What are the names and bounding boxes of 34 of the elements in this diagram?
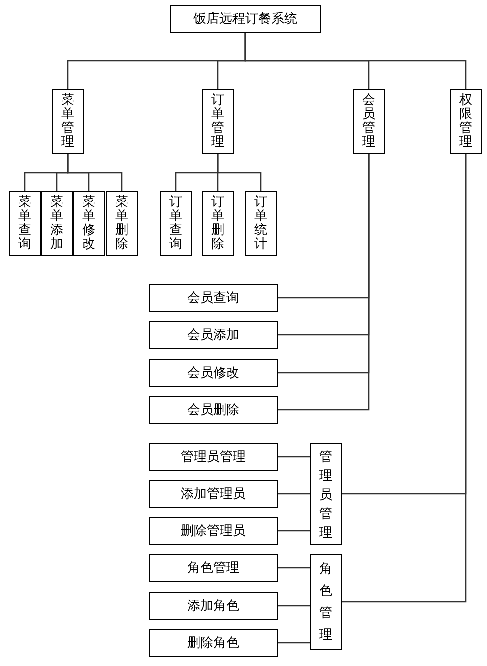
connector-line: [278, 530, 310, 532]
vertical-module-box: 角色管理: [310, 554, 342, 650]
connector-line: [342, 154, 467, 603]
vertical-module-box: 管理员管理: [310, 443, 342, 545]
vertical-module-box: 订单统计: [245, 191, 277, 256]
module-box: 会员删除: [149, 396, 278, 424]
vertical-module-box: 权限管理: [450, 89, 482, 154]
connector-line: [278, 493, 310, 495]
connector-line: [244, 33, 467, 89]
module-box: 会员查询: [149, 284, 278, 312]
connector-line: [67, 154, 123, 191]
vertical-module-box: 菜单管理: [52, 89, 84, 154]
vertical-module-box: 菜单删除: [106, 191, 138, 256]
connector-line: [278, 567, 310, 569]
connector-line: [278, 456, 310, 458]
vertical-module-box: 菜单修改: [73, 191, 105, 256]
connector-line: [278, 642, 310, 644]
vertical-module-box: 菜单查询: [9, 191, 41, 256]
vertical-module-box: 订单查询: [160, 191, 192, 256]
module-box: 删除角色: [149, 629, 278, 657]
module-box: 会员修改: [149, 359, 278, 387]
module-box: 添加管理员: [149, 480, 278, 508]
module-box: 管理员管理: [149, 443, 278, 471]
module-box: 角色管理: [149, 554, 278, 582]
vertical-module-box: 菜单添加: [41, 191, 73, 256]
module-box: 会员添加: [149, 321, 278, 349]
vertical-module-box: 会员管理: [353, 89, 385, 154]
vertical-module-box: 订单删除: [202, 191, 234, 256]
module-box: 添加角色: [149, 592, 278, 620]
vertical-module-box: 订单管理: [202, 89, 234, 154]
connector-line: [278, 605, 310, 607]
connector-line: [217, 154, 262, 191]
module-box: 删除管理员: [149, 517, 278, 545]
title-box: 饭店远程订餐系统: [170, 5, 321, 33]
